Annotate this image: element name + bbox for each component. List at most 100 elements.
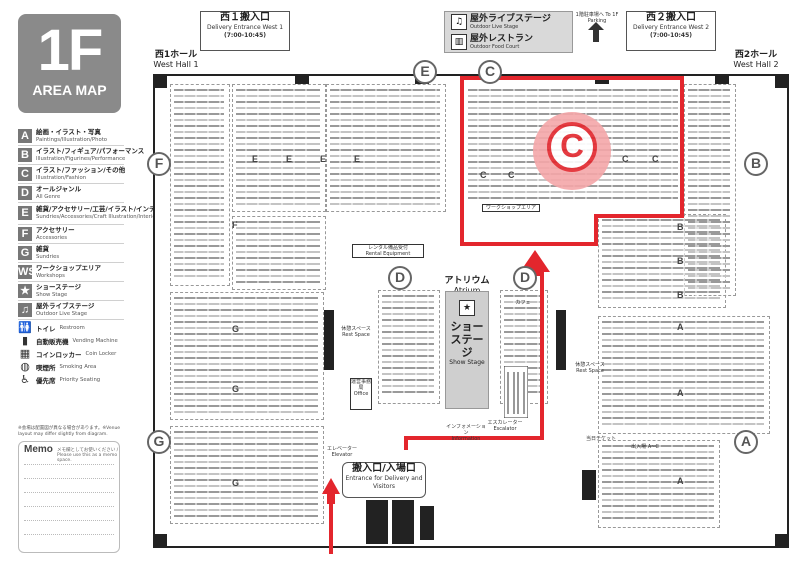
booth-block-d-left [378, 290, 440, 404]
ticket-label: 当日チケット [586, 436, 617, 442]
booth-block-g [170, 292, 324, 420]
legend-jp: ショーステージ [36, 282, 82, 291]
zone-letter-c2: C [508, 170, 515, 180]
c-area-outline-bottom [460, 242, 598, 246]
zone-c-big-label: C [547, 122, 597, 172]
legend-en: Sundries [36, 253, 60, 260]
entrance-west-1-en: Delivery Entrance West 1 [206, 24, 284, 31]
facility-en: Smoking Area [59, 364, 97, 370]
legend-en: All Genre [36, 193, 61, 200]
facility-en: Priority Seating [59, 377, 101, 383]
west-hall-2-en: West Hall 2 [733, 60, 779, 69]
west-hall-1-jp: 西1ホール [154, 50, 198, 60]
booth-block-b-far [684, 84, 736, 296]
legend-en: Outdoor Live Stage [36, 310, 88, 317]
outdoor-live-jp: 屋外ライブステージ [470, 14, 551, 24]
entrance-west-2-time: (7:00-10:45) [650, 32, 692, 39]
legend-jp: アクセサリー [36, 225, 75, 234]
legend-key: ★ [18, 283, 32, 298]
elevator-jp: エレベーター [326, 446, 357, 452]
memo-box: Memo メモ欄としてお使いください / Please use this as … [18, 441, 120, 553]
show-stage-en: Show Stage [449, 359, 485, 366]
legend-jp: ワークショップエリア [36, 263, 101, 272]
zone-letter-a1: A [677, 322, 684, 332]
entrance-west-2-jp: 西２搬入口 [646, 12, 696, 23]
memo-title: Memo [24, 444, 53, 455]
zone-marker-c: C [478, 60, 502, 84]
legend-en: Sundries/Accessories/Craft Illustration/… [36, 214, 158, 220]
zone-marker-g: G [147, 430, 171, 454]
entrance-west-2: 西２搬入口 Delivery Entrance West 2 (7:00-10:… [626, 11, 716, 51]
c-area-outline-step-v [594, 214, 598, 246]
route-arrow-entry-icon [322, 478, 340, 504]
show-stage: ★ ショーステージ Show Stage [445, 291, 489, 409]
entrance-stair-left [366, 500, 388, 544]
floor-badge: 1F AREA MAP [18, 14, 121, 113]
entry-ac-label: 出入場 A~C [631, 444, 659, 450]
show-stage-jp: ショーステージ [450, 320, 484, 359]
rest-space-wall-right [556, 310, 566, 370]
legend-jp: 屋外ライブステージ [36, 301, 95, 310]
outdoor-food-jp: 屋外レストラン [470, 34, 534, 44]
legend-key: C [18, 166, 32, 181]
legend-note: ※会場は配置図が異なる場合があります。※Venue layout may dif… [18, 426, 121, 437]
escalator-jp: エスカレーター [487, 420, 523, 426]
entrance-west-2-en: Delivery Entrance West 2 [632, 24, 710, 31]
rest-space-wall-left [324, 310, 334, 370]
zone-marker-d-left: D [388, 266, 412, 290]
outdoor-area-panel: ♫ 屋外ライブステージ Outdoor Live Stage ▥ 屋外レストラン… [444, 11, 573, 53]
rest-space-right: 休憩スペース Rest Space [572, 362, 608, 374]
zone-marker-e: E [413, 60, 437, 84]
entrance-west-1-time: (7:00-10:45) [224, 32, 266, 39]
legend-en: Illustration/Figurines/Performance [36, 155, 126, 162]
legend-en: Illustration/Fashion [36, 174, 87, 181]
facility-en: Vending Machine [72, 338, 118, 344]
rental-jp: レンタル備品受付 [367, 245, 408, 251]
workshop-area-label: ワークショップエリア [482, 204, 540, 212]
main-entrance-jp: 搬入口/入場口 [352, 463, 416, 474]
c-area-outline-right [680, 76, 684, 218]
zone-marker-f: F [147, 152, 171, 176]
information-en: Information [451, 436, 481, 442]
booth-block-f-mid [232, 216, 326, 290]
c-area-outline-left [460, 76, 464, 246]
restroom-block [420, 506, 434, 540]
area-map-title: AREA MAP [32, 82, 107, 98]
parking-arrow-icon [588, 22, 604, 42]
route-line-2 [404, 436, 544, 440]
west-hall-1-label: 西1ホール West Hall 1 [136, 50, 216, 69]
entrance-stair-right [392, 500, 414, 544]
legend-key: ♫ [18, 302, 32, 317]
legend-key: F [18, 226, 32, 241]
atrium-en: Atrium [438, 286, 496, 295]
zone-marker-a: A [734, 430, 758, 454]
booth-block-f-left [170, 84, 230, 286]
parking-label: 1階駐車場へ To 1F Parking [575, 12, 619, 24]
booth-block-g-lower [170, 426, 324, 524]
entrance-west-1: 西１搬入口 Delivery Entrance West 1 (7:00-10:… [200, 11, 290, 51]
legend-jp: 絵画・イラスト・写真 [36, 127, 101, 136]
legend-key: WS [18, 264, 36, 279]
rental-equipment: レンタル備品受付 Rental Equipment [352, 244, 424, 258]
zone-letter-c3: C [622, 154, 629, 164]
zone-letter-c1: C [480, 170, 487, 180]
memo-subtitle: メモ欄としてお使いください / Please use this as a mem… [57, 448, 119, 463]
route-line-3 [540, 272, 544, 440]
route-line-1 [329, 498, 333, 554]
zone-letter-e2: E [286, 154, 293, 164]
legend-en: Accessories [36, 234, 68, 241]
zone-letter-a3: A [677, 476, 684, 486]
elevator-en: Elevator [331, 452, 353, 458]
rest-space-left-jp: 休憩スペース [341, 326, 371, 332]
rest-space-right-jp: 休憩スペース [575, 362, 605, 368]
outdoor-live-en: Outdoor Live Stage [470, 24, 519, 30]
